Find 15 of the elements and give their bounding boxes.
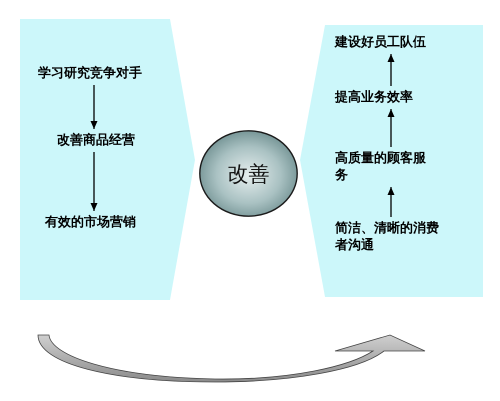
arrow (90, 152, 98, 211)
step-text: 有效的市场营销 (45, 214, 136, 231)
step-text: 高质量的顾客服务 (335, 150, 430, 184)
pentagon-panel (20, 19, 195, 300)
step-text: 简洁、清晰的消费者沟通 (335, 220, 441, 254)
step-text: 学习研究竞争对手 (38, 65, 142, 82)
arrow (388, 54, 394, 86)
arrow (388, 187, 394, 217)
arrow (90, 85, 98, 129)
circle-node: 改善 (199, 130, 298, 217)
arrow (388, 109, 394, 147)
step-text: 改善商品经营 (57, 132, 135, 149)
step-text: 建设好员工队伍 (335, 34, 426, 51)
pentagon-panel (300, 25, 483, 297)
step-text: 提高业务效率 (335, 89, 413, 106)
